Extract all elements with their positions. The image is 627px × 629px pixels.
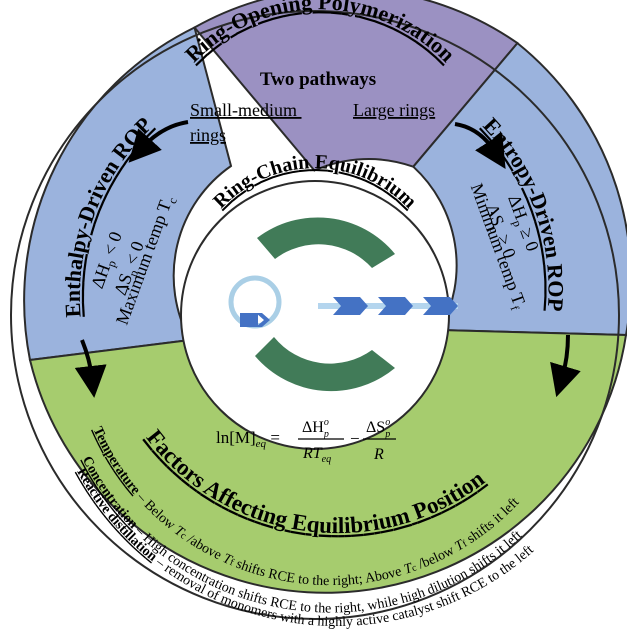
arrow-to-entropy-driven [454,122,506,169]
polymer-unit-6 [440,297,458,315]
large-rings-link[interactable]: Large rings [353,100,435,120]
arrow-to-enthalpy-driven [128,120,189,163]
equation-denominator-1: RTeq [302,445,331,465]
polymer-unit-4 [395,297,413,315]
equilibrium-arrows-graphic [255,217,395,392]
equation-lhs: ln[M]eq = [216,428,280,450]
equation-minus: − [350,429,360,448]
cyclic-monomer-graphic [228,275,282,329]
polymer-unit-5 [423,297,450,315]
equilibrium-arc-upper [257,217,395,268]
polymer-unit-3 [378,297,405,315]
outer-border [10,10,620,620]
small-medium-rings-link[interactable]: Small-medium rings [190,100,302,145]
outer-ring [10,0,627,620]
equation-denominator-2: R [373,446,384,463]
equilibrium-arc-lower [255,337,395,392]
arrow-entropy-to-factors [550,334,581,398]
polymer-unit-2 [350,297,368,315]
two-pathways-label: Two pathways [260,69,376,90]
linear-polymer-graphic [318,297,458,315]
polymer-unit-1 [333,297,360,315]
cyclic-monomer-chevron [256,313,270,327]
cyclic-monomer-unit [240,313,258,327]
arrow-enthalpy-to-factors [74,339,107,398]
sector-ring-opening-polymerization [192,0,519,172]
